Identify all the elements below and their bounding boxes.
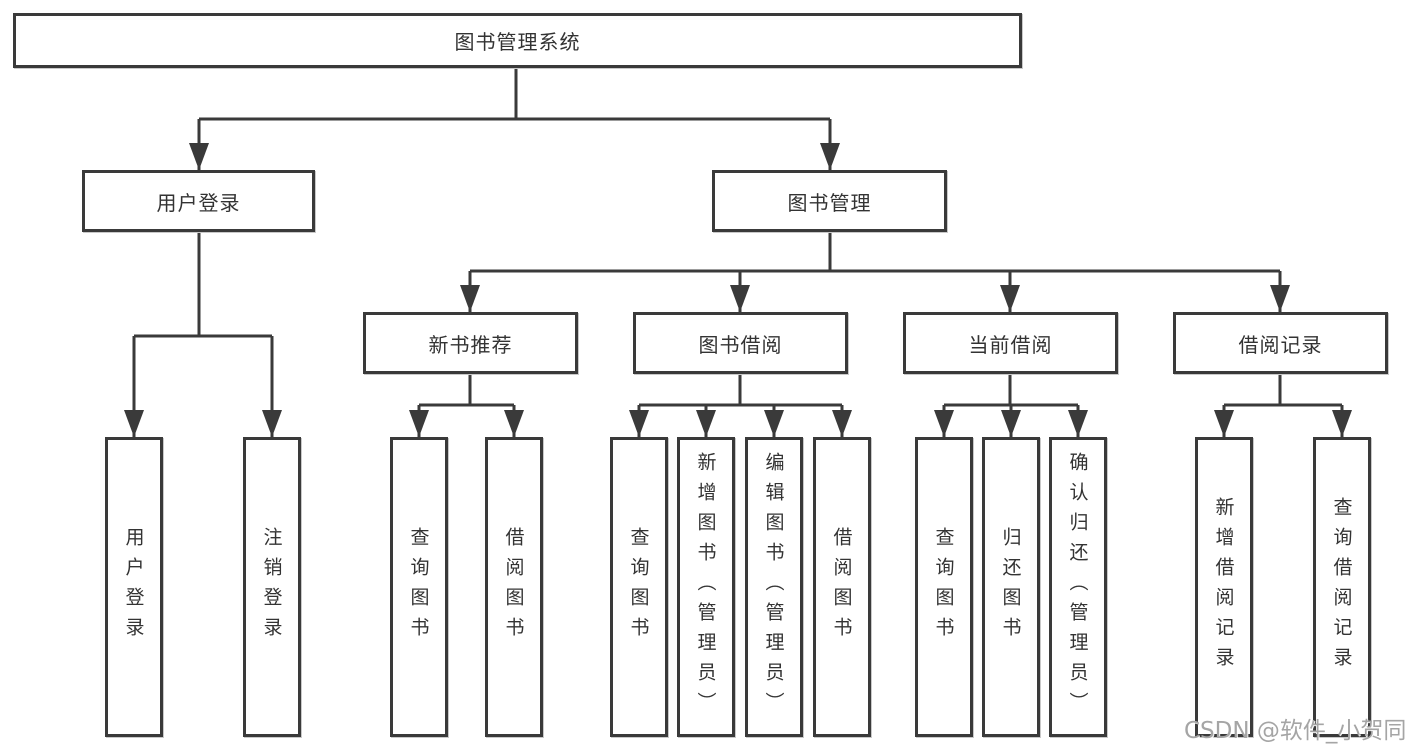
node-label: 图书借阅: [698, 332, 783, 357]
csdn-watermark: CSDN @软件_小贺同学: [1184, 718, 1405, 744]
arrowhead-icon: [1068, 410, 1088, 437]
node-label: 归还图书: [999, 527, 1022, 647]
leaf-recommend-borrow-books: 借阅图书: [485, 437, 543, 737]
arrowhead-icon: [124, 410, 144, 437]
arrowhead-icon: [189, 143, 209, 170]
leaf-borrowing-borrow-books: 借阅图书: [813, 437, 871, 737]
node-label: 新增借阅记录: [1212, 497, 1235, 677]
node-label: 注销登录: [260, 527, 283, 647]
arrowhead-icon: [764, 410, 784, 437]
arrowhead-icon: [504, 410, 524, 437]
node-new-book-recommend: 新书推荐: [363, 312, 578, 374]
arrowhead-icon: [696, 410, 716, 437]
node-label: 图书管理: [787, 190, 872, 215]
node-library-system: 图书管理系统: [13, 13, 1022, 68]
arrowhead-icon: [1332, 410, 1352, 437]
node-borrowing-records: 借阅记录: [1173, 312, 1388, 374]
node-label: 借阅图书: [502, 527, 525, 647]
arrowhead-icon: [1270, 285, 1290, 312]
connector-path: [132, 68, 1344, 437]
arrowhead-icon: [1000, 285, 1020, 312]
leaf-borrowing-edit-books-admin: 编辑图书（管理员）: [745, 437, 803, 737]
node-current-borrowing: 当前借阅: [903, 312, 1118, 374]
node-label: 当前借阅: [968, 332, 1053, 357]
leaf-user-login: 用户登录: [105, 437, 163, 737]
node-label: 用户登录: [156, 190, 241, 215]
arrowhead-icon: [409, 410, 429, 437]
leaf-records-add-record: 新增借阅记录: [1195, 437, 1253, 737]
leaf-recommend-query-books: 查询图书: [390, 437, 448, 737]
node-label: 新书推荐: [428, 332, 513, 357]
node-label: 新增图书（管理员）: [694, 452, 717, 722]
arrowhead-icon: [1214, 410, 1234, 437]
node-label: 查询图书: [932, 527, 955, 647]
node-label: 用户登录: [122, 527, 145, 647]
leaf-current-confirm-return-admin: 确认归还（管理员）: [1049, 437, 1107, 737]
leaf-records-query-record: 查询借阅记录: [1313, 437, 1371, 737]
node-label: 确认归还（管理员）: [1066, 452, 1089, 722]
leaf-logout: 注销登录: [243, 437, 301, 737]
leaf-borrowing-add-books-admin: 新增图书（管理员）: [677, 437, 735, 737]
arrowhead-icon: [629, 410, 649, 437]
node-label: 查询借阅记录: [1330, 497, 1353, 677]
arrowhead-icon: [934, 410, 954, 437]
arrowhead-icon: [1001, 410, 1021, 437]
node-label: 借阅图书: [830, 527, 853, 647]
leaf-current-return-books: 归还图书: [982, 437, 1040, 737]
node-label: 编辑图书（管理员）: [762, 452, 785, 722]
leaf-current-query-books: 查询图书: [915, 437, 973, 737]
arrowhead-icon: [730, 285, 750, 312]
node-label: 图书管理系统: [454, 30, 581, 54]
leaf-borrowing-query-books: 查询图书: [610, 437, 668, 737]
node-label: 查询图书: [627, 527, 650, 647]
node-book-management: 图书管理: [712, 170, 947, 232]
node-book-borrowing: 图书借阅: [633, 312, 848, 374]
node-user-login: 用户登录: [82, 170, 315, 232]
arrowhead-icon: [262, 410, 282, 437]
node-label: 查询图书: [407, 527, 430, 647]
arrowhead-icon: [820, 143, 840, 170]
arrowhead-icon: [832, 410, 852, 437]
node-label: 借阅记录: [1238, 332, 1323, 357]
arrowhead-icon: [460, 285, 480, 312]
